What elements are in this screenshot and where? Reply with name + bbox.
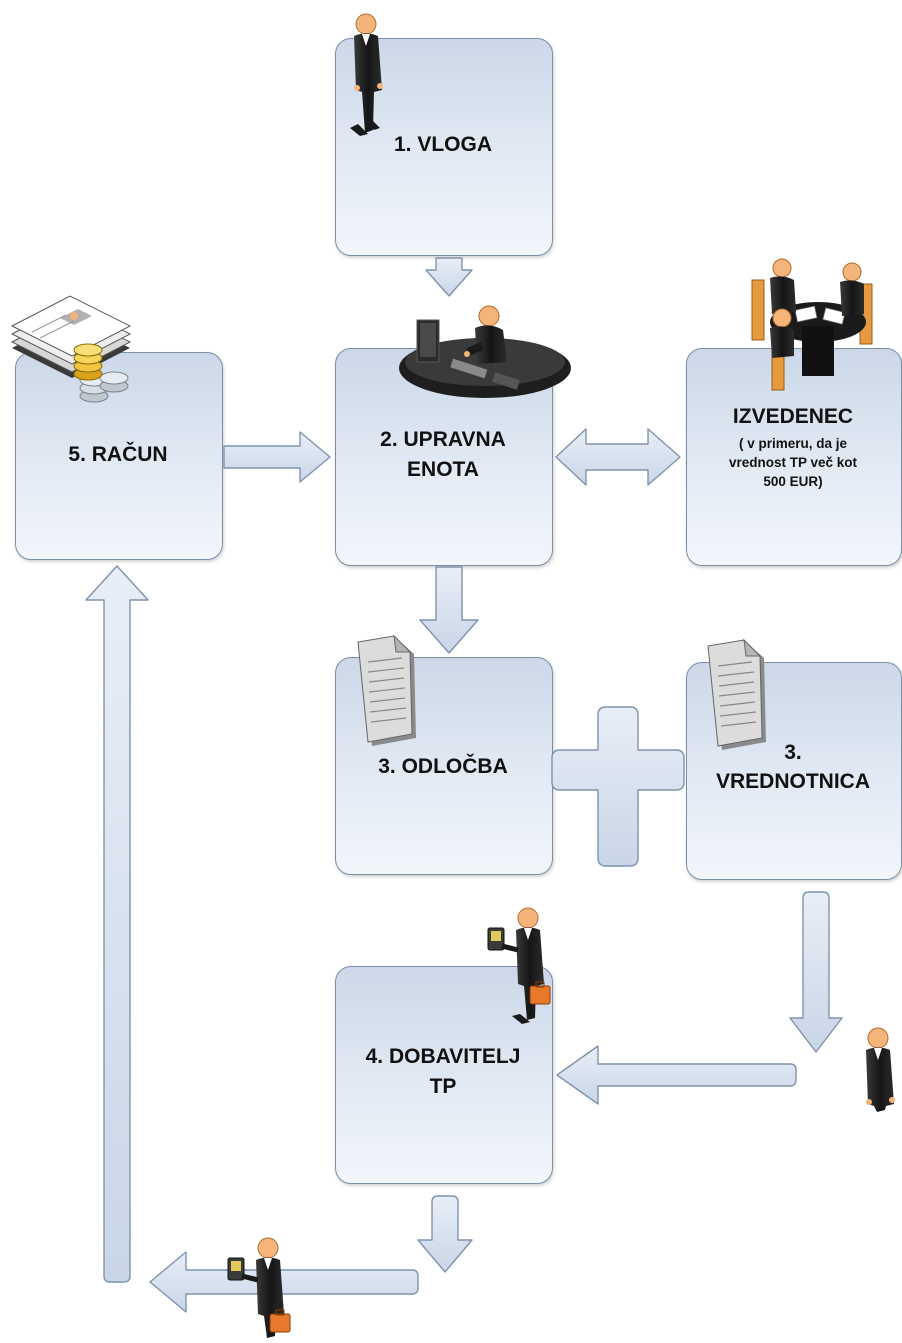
arrow-upravna-to-odlocba <box>419 566 479 654</box>
plus-connector <box>551 706 685 867</box>
label-izvedenec-note3: 500 EUR) <box>763 474 823 489</box>
label-odlocba: 3. ODLOČBA <box>378 755 508 778</box>
documents-coins-icon <box>10 295 132 403</box>
document-icon <box>357 634 416 746</box>
businessman-icon <box>350 13 383 136</box>
label-dobavitelj-line1: 4. DOBAVITELJ <box>365 1045 521 1068</box>
label-izvedenec-note2: vrednost TP več kot <box>728 455 858 470</box>
arrow-dobavitelj-down <box>417 1195 473 1273</box>
label-izvedenec-note1: ( v primeru, da je <box>738 436 848 451</box>
box-dobavitelj <box>335 966 553 1184</box>
document-icon <box>707 638 766 750</box>
label-upravna-line2: ENOTA <box>407 458 479 481</box>
label-izvedenec-title: IZVEDENEC <box>732 405 854 428</box>
label-racun: 5. RAČUN <box>68 443 168 466</box>
arrow-bottom-left <box>149 1251 419 1313</box>
label-vrednotnica-line2: VREDNOTNICA <box>715 770 870 793</box>
businessman-briefcase-icon <box>227 1237 291 1338</box>
label-vrednotnica-line1: 3. <box>784 741 802 764</box>
arrow-racun-to-upravna <box>223 431 331 483</box>
desk-worker-icon <box>399 305 571 398</box>
arrow-vrednotnica-down <box>789 891 843 1053</box>
box-izvedenec <box>686 348 902 566</box>
businessman-briefcase-icon <box>487 907 551 1024</box>
label-upravna-line1: 2. UPRAVNA <box>380 428 506 451</box>
label-vloga: 1. VLOGA <box>393 133 493 156</box>
label-dobavitelj-line2: TP <box>429 1075 457 1098</box>
arrow-up-to-racun <box>85 565 149 1283</box>
meeting-table-icon <box>751 258 873 391</box>
arrow-to-dobavitelj <box>556 1045 797 1105</box>
businessman-icon <box>866 1027 895 1112</box>
arrow-upravna-izvedenec <box>555 428 681 486</box>
arrow-vloga-to-upravna <box>425 257 473 297</box>
